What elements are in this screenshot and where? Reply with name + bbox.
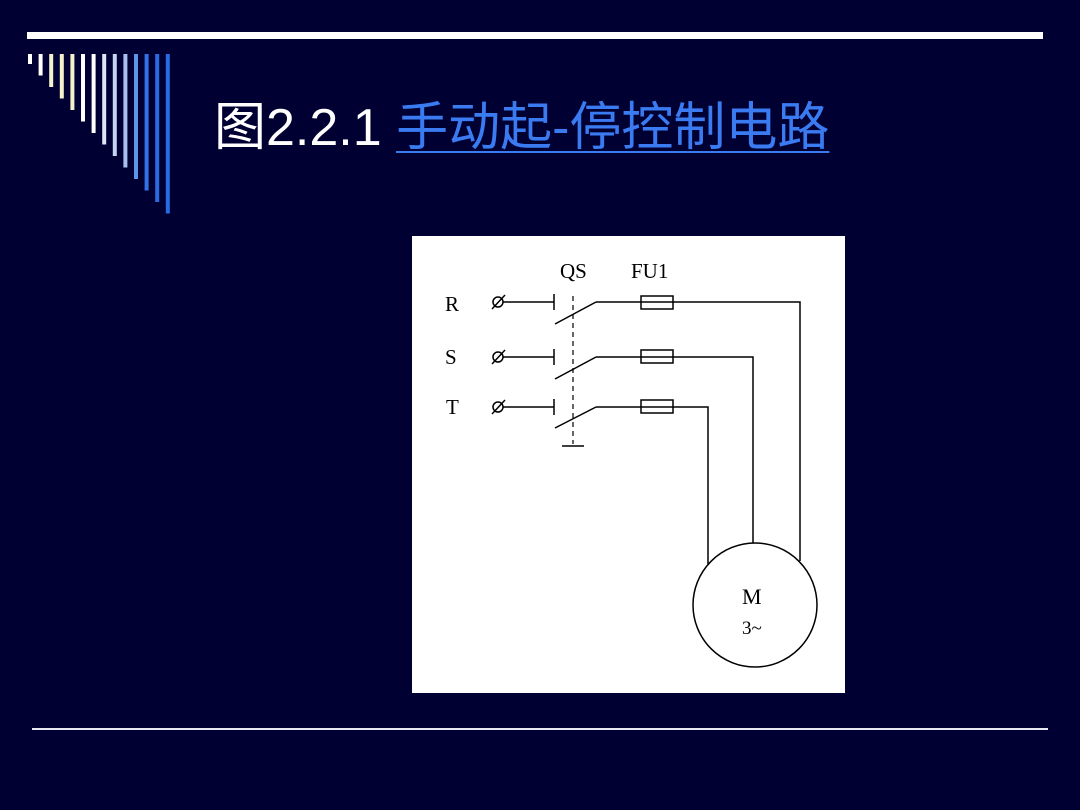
qs-blade-s	[554, 356, 597, 380]
bottom-divider-line	[32, 728, 1048, 730]
deco-stripe	[81, 54, 85, 122]
label-qs: QS	[560, 259, 587, 283]
deco-stripe	[134, 54, 138, 179]
deco-stripe	[123, 54, 128, 168]
deco-stripe	[112, 54, 117, 156]
deco-stripe	[49, 54, 54, 87]
deco-stripe	[70, 54, 75, 110]
wire-s-to-motor	[673, 356, 754, 543]
label-motor: M	[742, 584, 762, 609]
slide-title: 图2.2.1 手动起-停控制电路	[214, 96, 829, 160]
deco-stripe	[38, 54, 43, 76]
deco-stripe	[102, 54, 107, 145]
qs-blade-t	[554, 406, 597, 429]
deco-stripe	[155, 54, 160, 202]
circuit-diagram-panel: QS FU1 R S T M 3~	[412, 236, 845, 693]
label-motor-phase: 3~	[742, 618, 762, 639]
deco-stripe	[28, 54, 32, 64]
deco-stripe	[59, 54, 64, 99]
top-divider-line	[27, 32, 1043, 39]
title-hyperlink[interactable]: 手动起-停控制电路	[396, 99, 830, 157]
deco-stripe	[165, 54, 170, 214]
deco-stripe	[144, 54, 149, 191]
fuse-s	[640, 349, 674, 364]
circuit-diagram: QS FU1 R S T M 3~	[445, 259, 818, 668]
title-figure-number: 图2.2.1	[214, 99, 397, 157]
deco-stripe	[91, 54, 96, 133]
wire-r-to-motor	[673, 301, 801, 561]
wire-t-to-motor	[673, 406, 709, 564]
label-s: S	[445, 345, 457, 369]
label-fu1: FU1	[631, 259, 668, 283]
fuse-t	[640, 399, 674, 414]
fuse-r	[640, 295, 674, 310]
qs-blade-r	[554, 301, 597, 325]
motor-symbol	[692, 542, 818, 668]
label-t: T	[446, 395, 459, 419]
label-r: R	[445, 292, 459, 316]
